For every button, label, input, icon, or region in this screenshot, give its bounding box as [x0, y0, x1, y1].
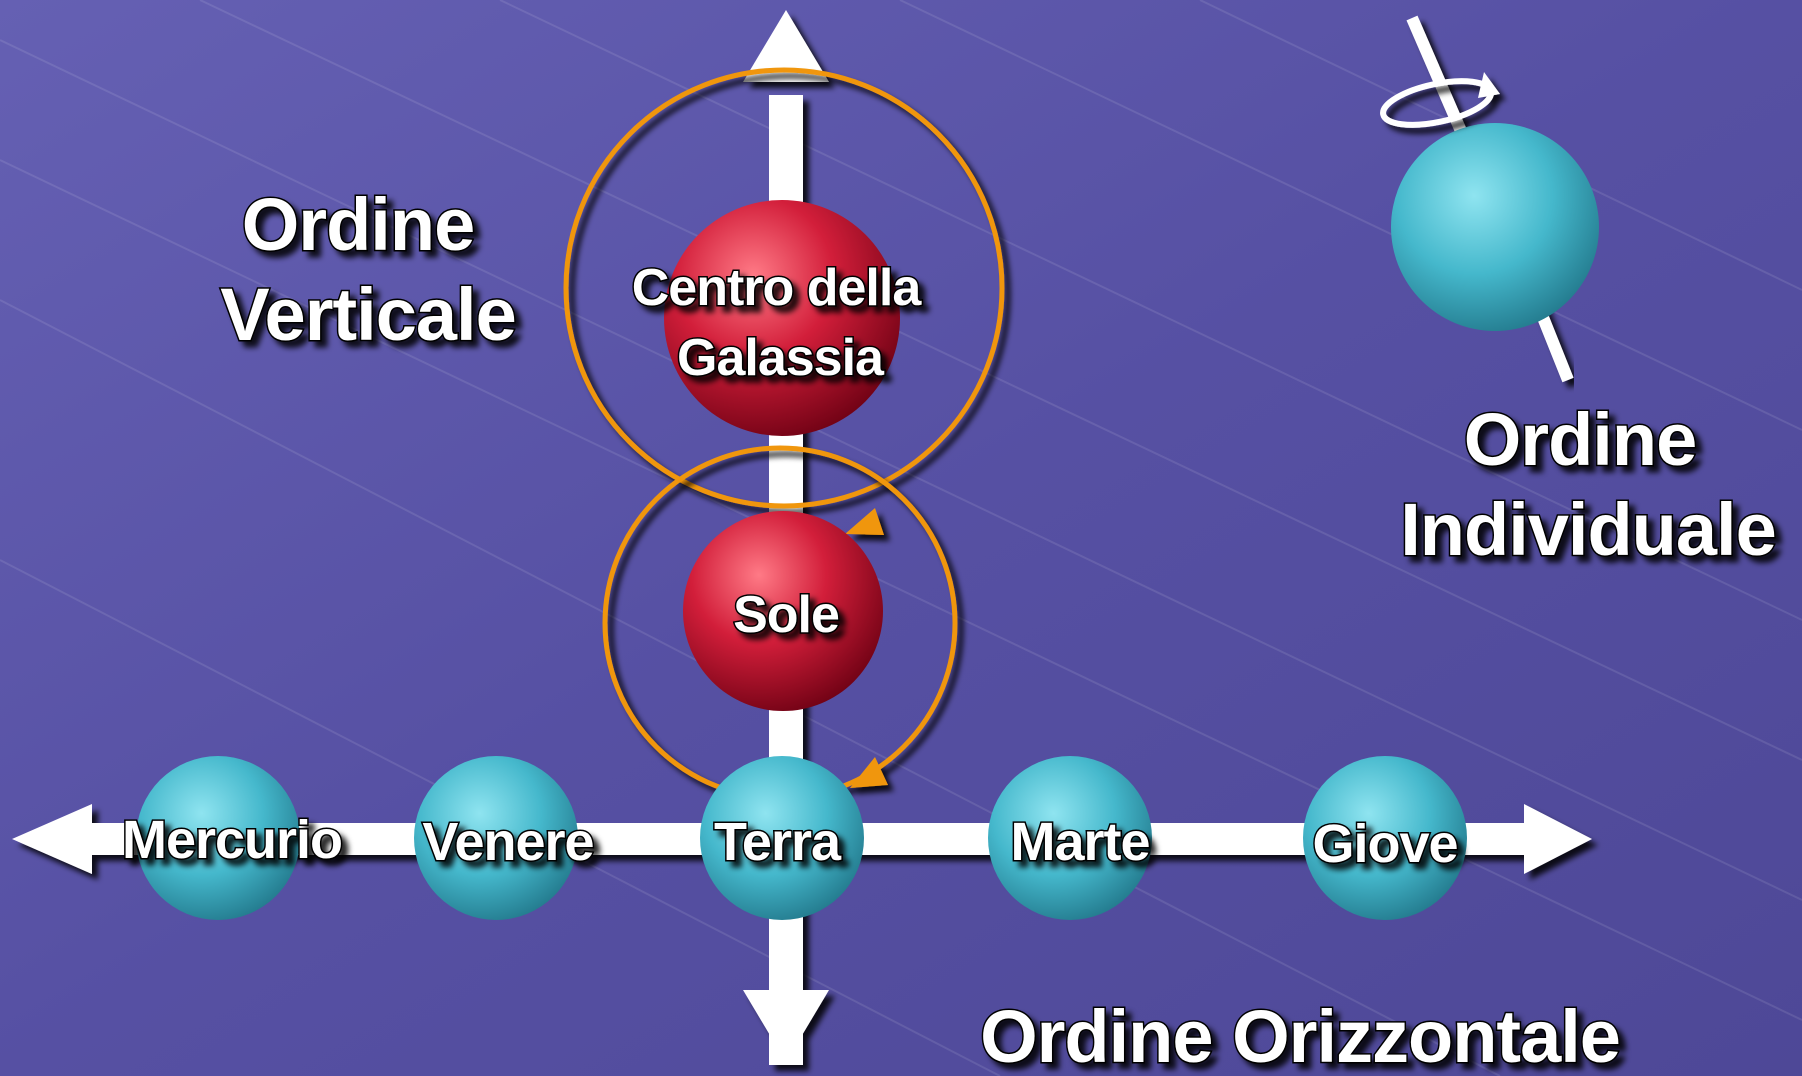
individual-order-label-line1: Ordine: [1464, 398, 1696, 481]
planet-terra-sphere: [700, 756, 864, 920]
planet-marte-sphere: [988, 756, 1152, 920]
planet-mercurio-sphere: [136, 756, 300, 920]
galaxy-orbit: [563, 67, 1005, 535]
planet-label-giove: Giove: [1312, 814, 1457, 874]
galaxy-center-label-line2: Galassia: [677, 329, 885, 387]
spinning-sphere-icon: [1380, 15, 1599, 383]
vertical-order-label-line2: Verticale: [220, 273, 515, 356]
planet-label-venere: Venere: [422, 812, 593, 872]
individual-order-label-line2: Individuale: [1400, 488, 1776, 571]
planet-giove-sphere: [1303, 756, 1467, 920]
planet-label-mercurio: Mercurio: [122, 810, 342, 870]
sun-label: Sole: [733, 586, 839, 644]
sun-sphere: [683, 511, 883, 711]
rotation-arrow-icon: [1380, 72, 1500, 128]
galaxy-center-label-line1: Centro della: [632, 259, 923, 317]
galaxy-center-sphere: [664, 200, 900, 436]
planet-label-terra: Terra: [714, 812, 842, 872]
planet-venere-sphere: [414, 756, 578, 920]
planet-spheres: [136, 756, 1467, 920]
planet-label-marte: Marte: [1010, 812, 1149, 872]
vertical-order-label-line1: Ordine: [242, 183, 474, 266]
horizontal-order-label: Ordine Orizzontale: [980, 995, 1620, 1076]
